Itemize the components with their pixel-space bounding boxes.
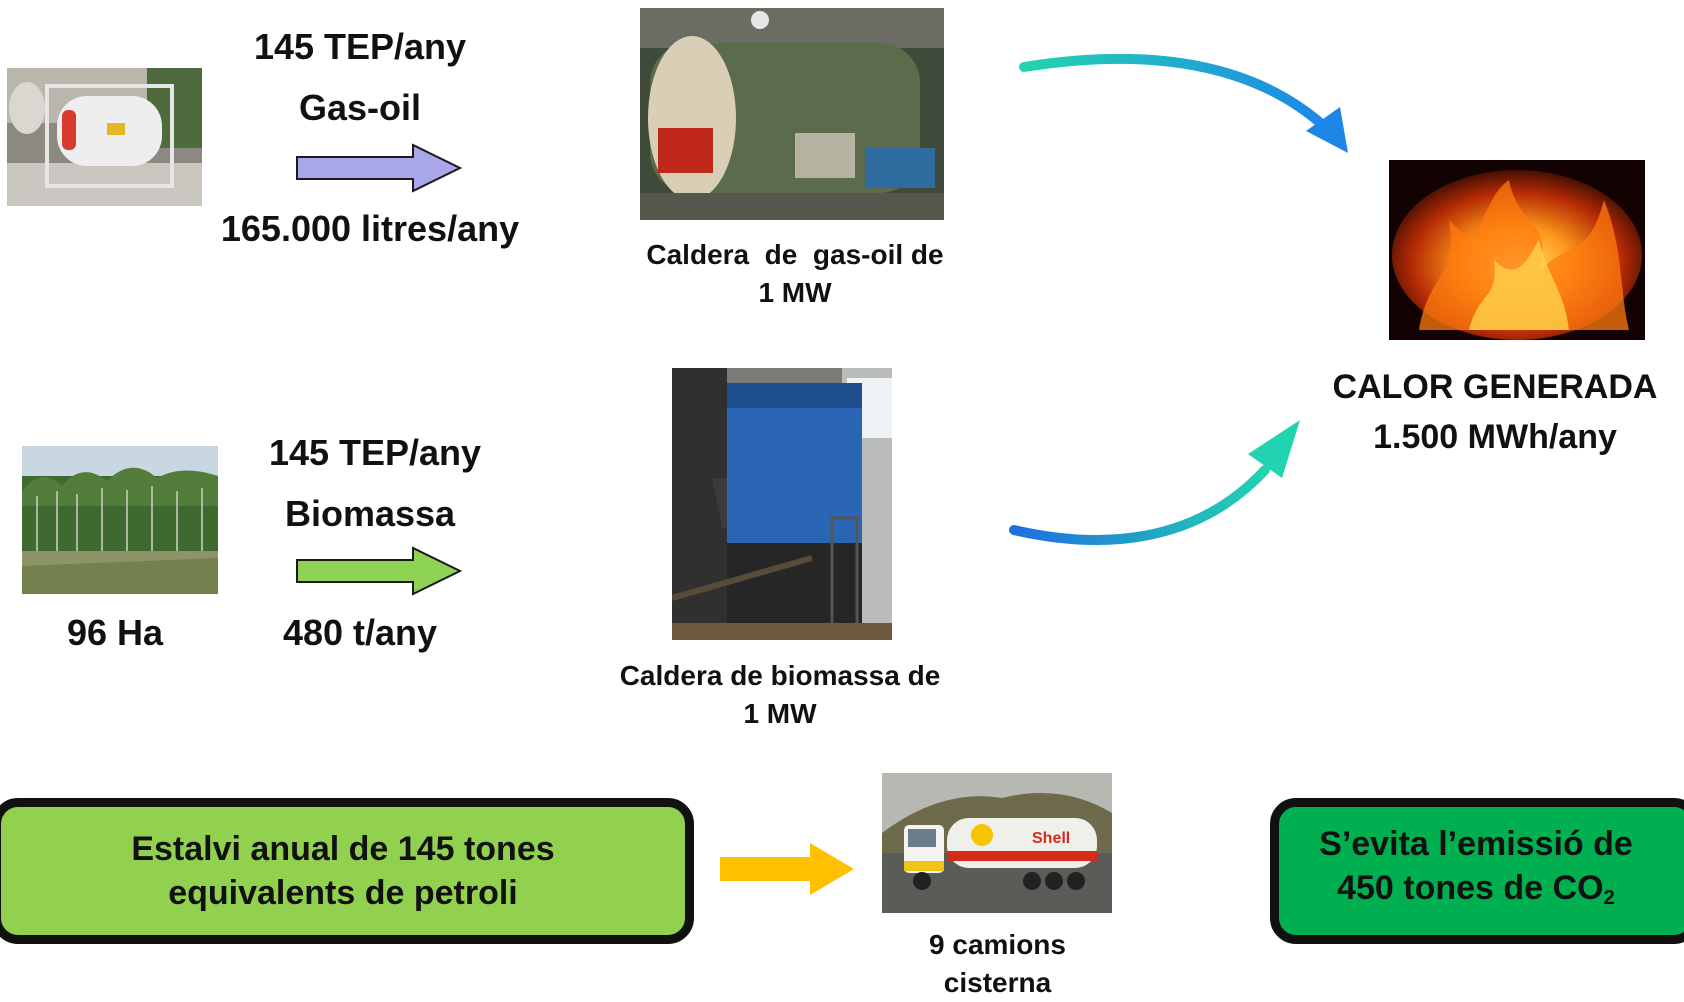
gasoil-tep-label: 145 TEP/any: [253, 26, 467, 67]
trucks-line1: 9 camions: [929, 929, 1066, 960]
fire-photo: [1389, 160, 1645, 340]
truck-brand-text: Shell: [1032, 830, 1070, 847]
gasoil-to-heat-curved-arrow-icon: [1019, 53, 1348, 153]
savings-block-arrow-icon: [720, 843, 854, 895]
gasoil-boiler-caption: Caldera de gas-oil de 1 MW: [600, 236, 990, 312]
biomass-boiler-photo: [672, 368, 892, 640]
gasoil-boiler-caption-line1: Caldera de gas-oil de: [646, 239, 944, 270]
emissions-subscript: 2: [1603, 887, 1615, 910]
tanker-truck-photo: Shell: [882, 773, 1112, 913]
gasoil-volume-label: 165.000 litres/any: [220, 208, 520, 249]
biomass-block-arrow-icon: [296, 546, 463, 596]
biomass-tep-label: 145 TEP/any: [268, 432, 482, 473]
emissions-line1: S’evita l’emissió de: [1319, 824, 1633, 863]
savings-line1: Estalvi anual de 145 tones: [131, 830, 555, 868]
trucks-caption: 9 camions cisterna: [880, 926, 1115, 1002]
emissions-line2: 450 tones de CO2: [1319, 866, 1633, 920]
fuel-tank-photo: [7, 68, 202, 206]
biomass-boiler-caption: Caldera de biomassa de 1 MW: [585, 657, 975, 733]
biomass-fuel-label: Biomassa: [284, 493, 456, 534]
savings-line2: equivalents de petroli: [168, 874, 518, 912]
emissions-line2-text: 450 tones de CO: [1337, 868, 1604, 907]
biomass-to-heat-curved-arrow-icon: [1009, 420, 1300, 545]
heat-value: 1.500 MWh/any: [1373, 418, 1617, 456]
gasoil-boiler-photo: [640, 8, 944, 220]
biomass-area-label: 96 Ha: [66, 612, 164, 653]
biomass-mass-label: 480 t/any: [282, 612, 438, 653]
gasoil-boiler-caption-line2: 1 MW: [758, 277, 832, 308]
trucks-line2: cisterna: [943, 967, 1052, 998]
gasoil-fuel-label: Gas-oil: [298, 87, 422, 128]
emissions-box: S’evita l’emissió de 450 tones de CO2: [1270, 798, 1684, 944]
biomass-boiler-caption-line2: 1 MW: [743, 698, 817, 729]
savings-box: Estalvi anual de 145 tones equivalents d…: [0, 798, 694, 944]
heat-title: CALOR GENERADA: [1332, 368, 1658, 406]
biomass-boiler-caption-line1: Caldera de biomassa de: [619, 660, 941, 691]
gasoil-block-arrow-icon: [296, 143, 463, 193]
forest-photo: [22, 446, 218, 594]
